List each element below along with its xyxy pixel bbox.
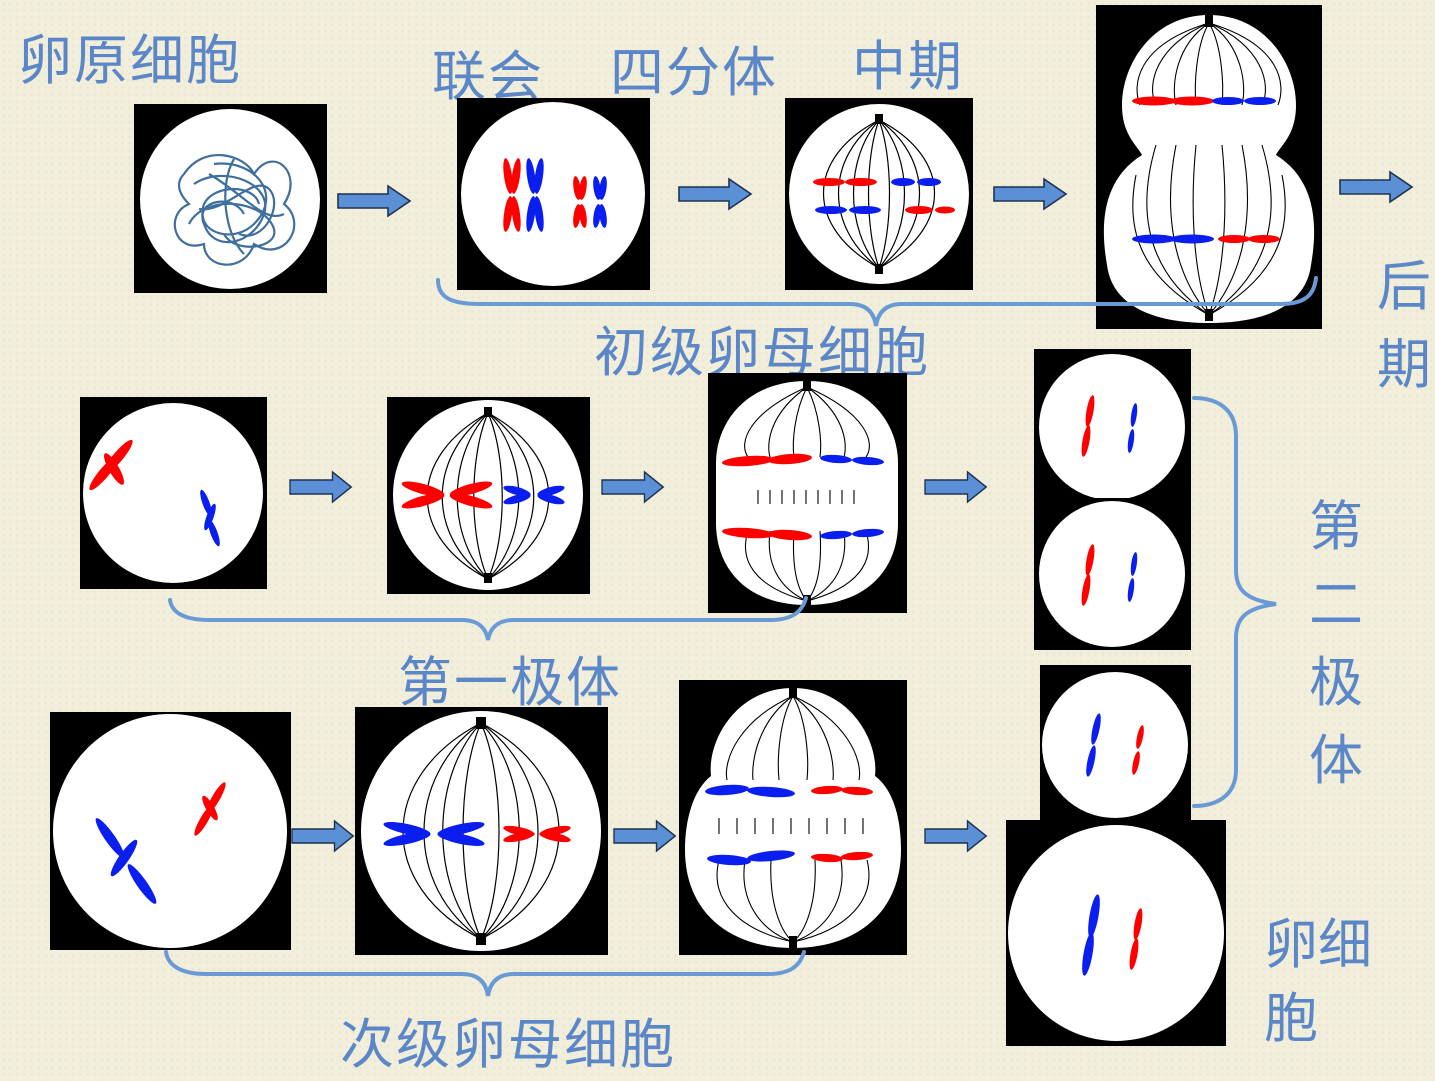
cell-first-polar-body (80, 397, 267, 589)
cell-anaphase-2-oocyte (679, 680, 907, 955)
label-oogonium: 卵原细胞 (18, 29, 242, 92)
brace-secondary-oocyte (164, 950, 806, 997)
cell-synapsis (457, 98, 650, 290)
right-arrow-icon (924, 820, 988, 852)
right-arrow-icon (1339, 171, 1413, 203)
right-arrow-icon (291, 820, 355, 852)
cell-secondary-oocyte (50, 712, 291, 950)
cell-metaphase-1 (785, 98, 973, 290)
cell-anaphase-2-polar (708, 373, 907, 613)
right-arrow-icon (337, 185, 411, 217)
label-tetrad: 四分体 (610, 41, 778, 104)
label-metaphase: 中期 (852, 35, 964, 98)
label-synapsis: 联会 (432, 45, 544, 108)
label-first-polar-body: 第一极体 (398, 651, 622, 714)
cell-second-polar-body-1 (1034, 349, 1191, 501)
label-primary-oocyte: 初级卵母细胞 (594, 321, 930, 384)
right-arrow-icon (993, 178, 1067, 210)
right-arrow-icon (924, 471, 988, 503)
brace-second-polar-body (1192, 396, 1277, 808)
right-arrow-icon (678, 178, 752, 210)
cell-second-polar-body-3 (1040, 665, 1191, 825)
label-egg-cell: 卵细胞 (1264, 913, 1372, 1050)
label-secondary-oocyte: 次级卵母细胞 (340, 1013, 676, 1076)
cell-egg (1006, 820, 1226, 1046)
right-arrow-icon (289, 471, 353, 503)
cell-anaphase-1 (1096, 5, 1322, 329)
cell-metaphase-2-polar (387, 397, 590, 594)
right-arrow-icon (601, 471, 665, 503)
label-anaphase: 后期 (1377, 255, 1431, 396)
cell-metaphase-2-oocyte (355, 707, 608, 955)
label-second-polar-body: 第二极体 (1309, 495, 1363, 792)
cell-oogonium (134, 104, 327, 293)
cell-second-polar-body-2 (1034, 498, 1191, 650)
right-arrow-icon (613, 820, 677, 852)
